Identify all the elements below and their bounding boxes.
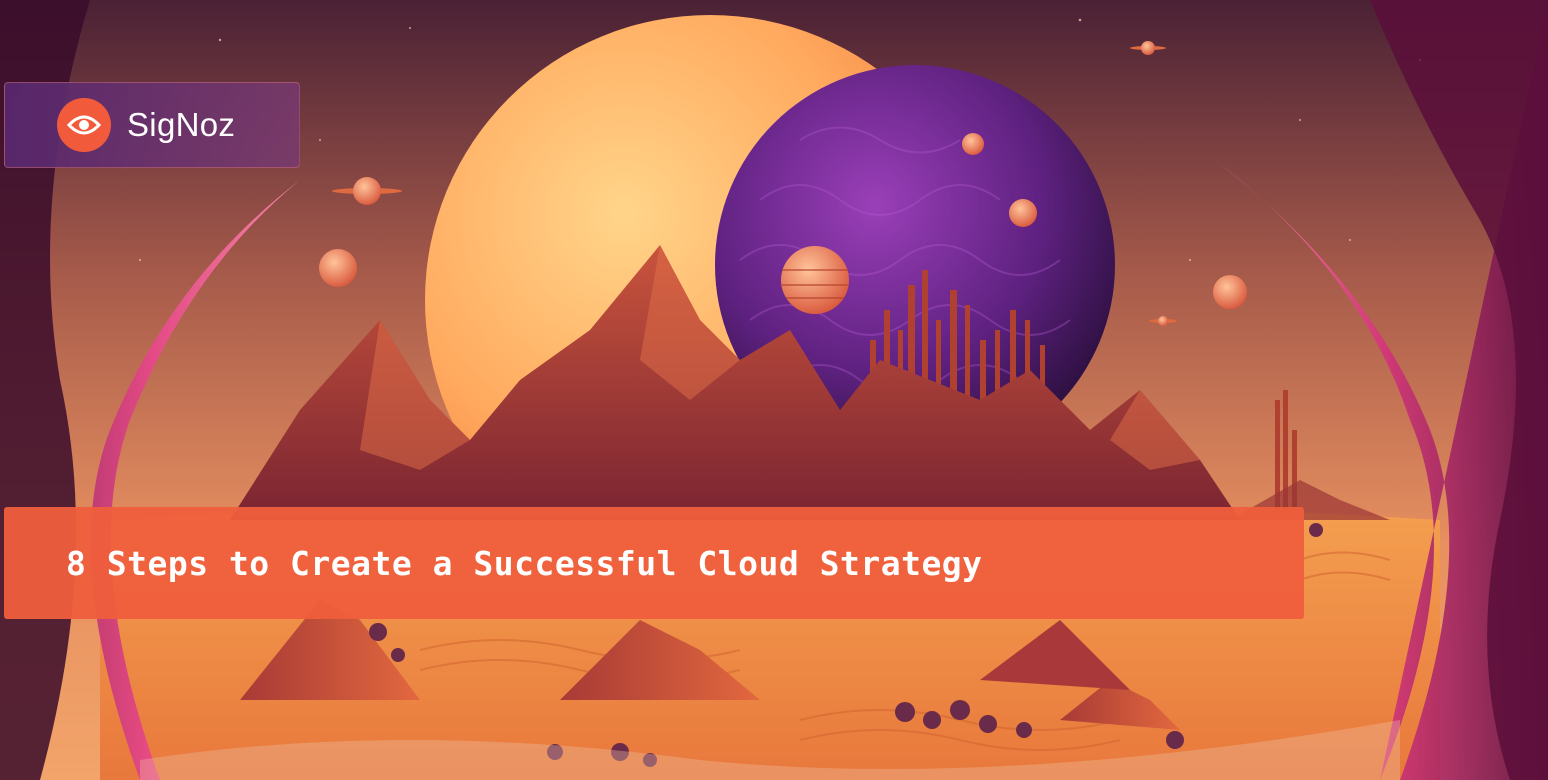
eye-icon	[57, 98, 111, 152]
article-title: 8 Steps to Create a Successful Cloud Str…	[66, 543, 983, 583]
brand-name: SigNoz	[127, 106, 236, 143]
brand-logo: SigNoz	[4, 82, 300, 168]
title-bar: 8 Steps to Create a Successful Cloud Str…	[4, 507, 1304, 619]
